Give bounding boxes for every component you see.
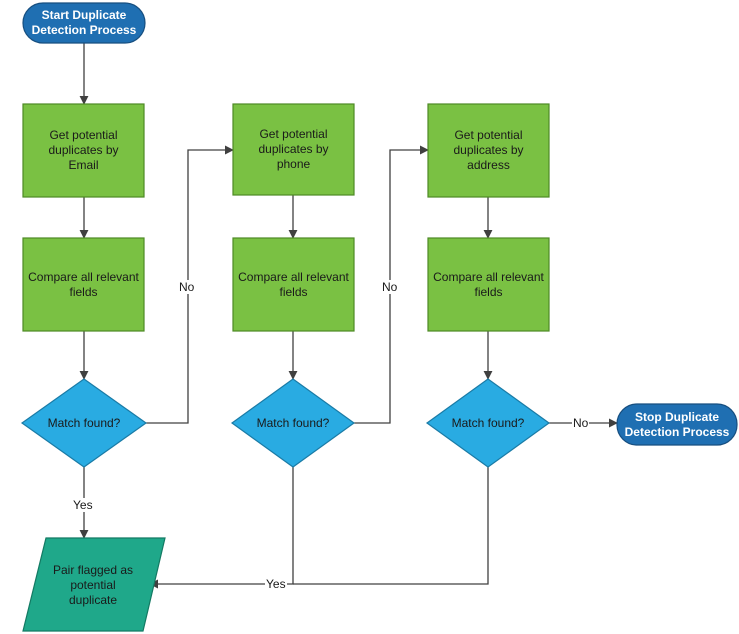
match2-decision xyxy=(230,378,356,468)
start-terminal xyxy=(22,2,146,44)
compare2-process xyxy=(232,237,355,332)
email-process xyxy=(22,103,145,198)
edge-label-no-1: No xyxy=(178,280,196,294)
stop-terminal xyxy=(616,403,738,446)
phone-process xyxy=(232,103,355,196)
edge-label-no-3: No xyxy=(572,416,590,430)
edge-match2-yes-to-flagged xyxy=(149,467,294,589)
edge-match3-yes-join xyxy=(293,467,489,585)
match1-decision xyxy=(20,378,148,468)
match3-decision xyxy=(425,378,551,468)
edge-label-yes-2: Yes xyxy=(265,577,287,591)
edge-label-yes-1: Yes xyxy=(72,498,94,512)
compare3-process xyxy=(427,237,550,332)
edge-label-no-2: No xyxy=(381,280,399,294)
flagged-output xyxy=(22,537,166,632)
address-process xyxy=(427,103,550,198)
compare1-process xyxy=(22,237,145,332)
